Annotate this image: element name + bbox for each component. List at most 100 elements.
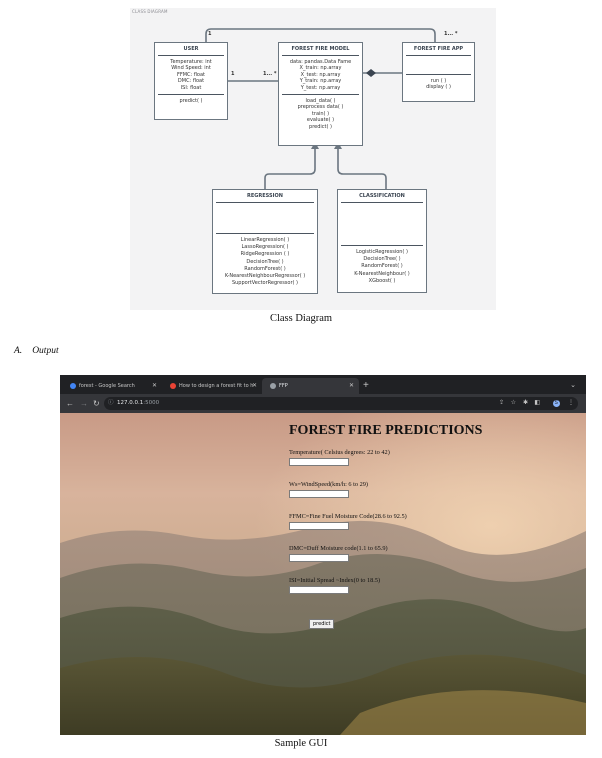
association-top-line	[205, 28, 436, 42]
operation: run ( )	[430, 78, 447, 84]
back-arrow-icon[interactable]: ←	[66, 399, 74, 408]
multiplicity-top-left: 1	[208, 31, 212, 37]
class-operations: LogisticRegression( ) DecisionTree( ) Ra…	[338, 246, 426, 288]
class-operations: predict( )	[155, 95, 227, 107]
class-diagram: CLASS DIAGRAM 1 1... * 1 1... * USER Tem…	[130, 8, 496, 310]
section-number: A.	[14, 346, 23, 356]
new-tab-button[interactable]: +	[363, 380, 369, 391]
operation: RidgeRegression ( )	[240, 251, 290, 258]
multiplicity-top-right: 1... *	[444, 31, 458, 37]
operation: K-NearestNeighbourRegressor( )	[224, 273, 306, 280]
aggregation-diamond	[366, 69, 376, 77]
url-text: 127.0.0.1:5000	[117, 397, 159, 410]
attribute: ISI: float	[180, 84, 202, 91]
forest-background-image	[60, 413, 586, 735]
operation: K-NearestNeighbour( )	[354, 270, 410, 277]
class-classification: CLASSIFICATION LogisticRegression( ) Dec…	[337, 189, 427, 293]
generalization-regression-line	[264, 147, 316, 189]
close-icon[interactable]: ✕	[251, 382, 257, 389]
class-attributes: Temperature: int Wind Speed: int FFMC: f…	[158, 56, 224, 96]
close-icon[interactable]: ✕	[151, 382, 157, 389]
section-heading: A.Output	[14, 346, 69, 356]
class-operations: run ( ) display ( )	[403, 75, 474, 94]
windspeed-input[interactable]	[289, 490, 349, 498]
sidebar-icon[interactable]: ◧	[534, 400, 540, 406]
class-title: REGRESSION	[216, 190, 314, 203]
tab-how-to-design[interactable]: How to design a forest fit to h ✕	[162, 378, 262, 394]
tab-label: forest - Google Search	[79, 383, 135, 389]
temperature-label: Temperature( Celsius degrees: 22 to 42)	[289, 449, 390, 456]
attribute: data: pandas.Data Fame	[289, 59, 352, 65]
tab-bar: forest - Google Search ✕ How to design a…	[60, 375, 586, 394]
diagram-tag: CLASS DIAGRAM	[132, 9, 168, 14]
extensions-icon[interactable]: ✱	[522, 400, 528, 406]
class-forest-fire-app: FOREST FIRE APP run ( ) display ( )	[402, 42, 475, 102]
attribute: FFMC: float	[176, 71, 206, 78]
gui-caption: Sample GUI	[274, 738, 328, 749]
operation: RandomForest( )	[361, 263, 403, 270]
chevron-down-icon[interactable]: ⌄	[570, 382, 576, 389]
class-attributes: data: pandas.Data Fame X_train: np.array…	[282, 56, 359, 96]
tab-label: FFP	[279, 383, 288, 389]
isi-input[interactable]	[289, 586, 349, 594]
address-bar[interactable]: ⓘ 127.0.0.1:5000 ⇪ ☆ ✱ ◧ ⋮	[104, 397, 578, 410]
operation: predict( )	[179, 98, 203, 105]
multiplicity-user-side: 1	[231, 71, 235, 77]
operation: train( )	[311, 110, 330, 117]
class-operations: load_data( ) preprocess data( ) train( )…	[279, 95, 362, 133]
operation: DecisionTree( )	[246, 258, 284, 265]
ffmc-label: FFMC=Fine Fuel Moisture Code(28.6 to 92.…	[289, 513, 407, 520]
windspeed-label: Ws=WindSpeed(km/h: 6 to 29)	[289, 481, 369, 488]
temperature-input[interactable]	[289, 458, 349, 466]
multiplicity-model-side: 1... *	[263, 71, 277, 77]
attribute: Temperature: int	[170, 59, 212, 65]
avatar-letter: S	[554, 400, 558, 406]
class-title: FOREST FIRE MODEL	[282, 43, 359, 56]
profile-avatar[interactable]: S	[553, 400, 560, 407]
attribute: X_train: np.array	[299, 65, 342, 72]
ffmc-input[interactable]	[289, 522, 349, 530]
operation: predict( )	[309, 123, 332, 130]
operation: load_data( )	[305, 98, 336, 105]
class-attributes	[341, 203, 423, 246]
star-icon[interactable]: ☆	[510, 400, 516, 406]
forward-arrow-icon[interactable]: →	[80, 399, 88, 408]
info-icon[interactable]: ⓘ	[108, 400, 114, 406]
close-icon[interactable]: ✕	[348, 382, 354, 389]
browser-toolbar: ← → ↻ ⓘ 127.0.0.1:5000 ⇪ ☆ ✱ ◧ ⋮ S	[60, 394, 586, 413]
operation: SupportVectorRegressor( )	[231, 280, 299, 287]
operation: LinearRegression( )	[240, 237, 290, 243]
tab-ffp[interactable]: FFP ✕	[262, 378, 359, 394]
youtube-favicon-icon	[170, 382, 176, 389]
operation: evaluate( )	[306, 117, 335, 124]
class-title: FOREST FIRE APP	[406, 43, 471, 56]
operation: DecisionTree( )	[363, 256, 401, 263]
url-port: :5000	[143, 400, 160, 406]
kebab-menu-icon[interactable]: ⋮	[568, 400, 574, 406]
attribute: X_test: np.array	[300, 71, 341, 78]
operation: LogisticRegression( )	[356, 249, 408, 255]
attribute: DMC: float	[177, 78, 205, 85]
attribute: Y_train: np.array	[299, 78, 342, 85]
predict-button[interactable]: predict	[309, 619, 335, 629]
dmc-label: DMC=Duff Moisture code(1.1 to 65.9)	[289, 545, 388, 552]
operation: preprocess data( )	[297, 104, 344, 111]
google-favicon-icon	[70, 382, 76, 389]
diagram-connectors	[205, 28, 436, 189]
operation: LassoRegression( )	[241, 244, 289, 251]
isi-label: ISI=Initial Spread ~Index(0 to 18.5)	[289, 577, 381, 584]
attribute: Y_test: np.array	[300, 84, 341, 91]
reload-icon[interactable]: ↻	[93, 399, 100, 408]
generalization-classification-line	[337, 147, 387, 189]
tab-google-search[interactable]: forest - Google Search ✕	[62, 378, 162, 394]
class-attributes	[406, 56, 471, 75]
class-title: CLASSIFICATION	[341, 190, 423, 203]
dmc-input[interactable]	[289, 554, 349, 562]
operation: RandomForest( )	[244, 265, 286, 272]
url-host: 127.0.0.1	[117, 400, 144, 406]
class-operations: LinearRegression( ) LassoRegression( ) R…	[213, 234, 317, 290]
share-icon[interactable]: ⇪	[498, 400, 504, 406]
page-viewport: FOREST FIRE PREDICTIONS Temperature( Cel…	[60, 413, 586, 735]
class-forest-fire-model: FOREST FIRE MODEL data: pandas.Data Fame…	[278, 42, 363, 146]
diagram-caption: Class Diagram	[269, 313, 333, 324]
